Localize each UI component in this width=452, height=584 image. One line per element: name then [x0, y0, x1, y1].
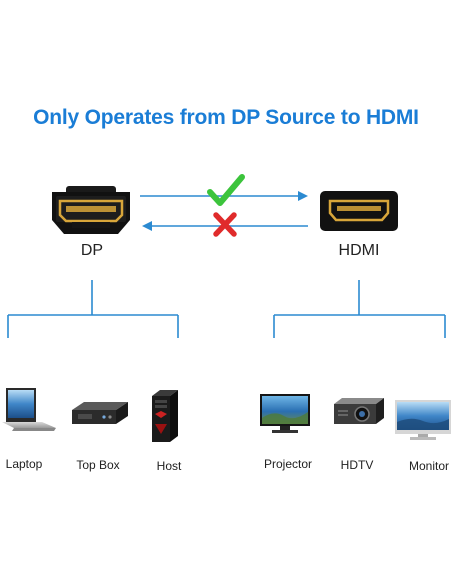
projector-device-monitor-icon	[260, 394, 310, 433]
hdmi-label: HDMI	[338, 242, 380, 259]
device-label-laptop: Laptop	[5, 457, 43, 471]
projector-icon	[334, 398, 384, 424]
device-label-monitor: Monitor	[408, 459, 449, 473]
pc-tower-icon	[152, 390, 178, 442]
forward-arrow	[140, 191, 308, 201]
set-top-box-icon	[72, 402, 128, 424]
source-tree-lines	[7, 280, 179, 338]
dp-label: DP	[80, 242, 104, 259]
device-label-hdtv: HDTV	[340, 458, 374, 472]
device-label-host: Host	[156, 459, 182, 473]
check-icon	[207, 174, 245, 206]
diagram-title: Only Operates from DP Source to HDMI	[33, 106, 419, 129]
target-tree-lines	[273, 280, 446, 338]
device-label-top-box: Top Box	[76, 458, 120, 472]
dp-connector-icon	[52, 186, 130, 234]
device-label-projector: Projector	[263, 457, 313, 471]
cross-icon	[213, 212, 237, 237]
laptop-icon	[2, 388, 56, 431]
monitor-icon	[395, 400, 451, 440]
hdmi-connector-icon	[320, 191, 398, 231]
